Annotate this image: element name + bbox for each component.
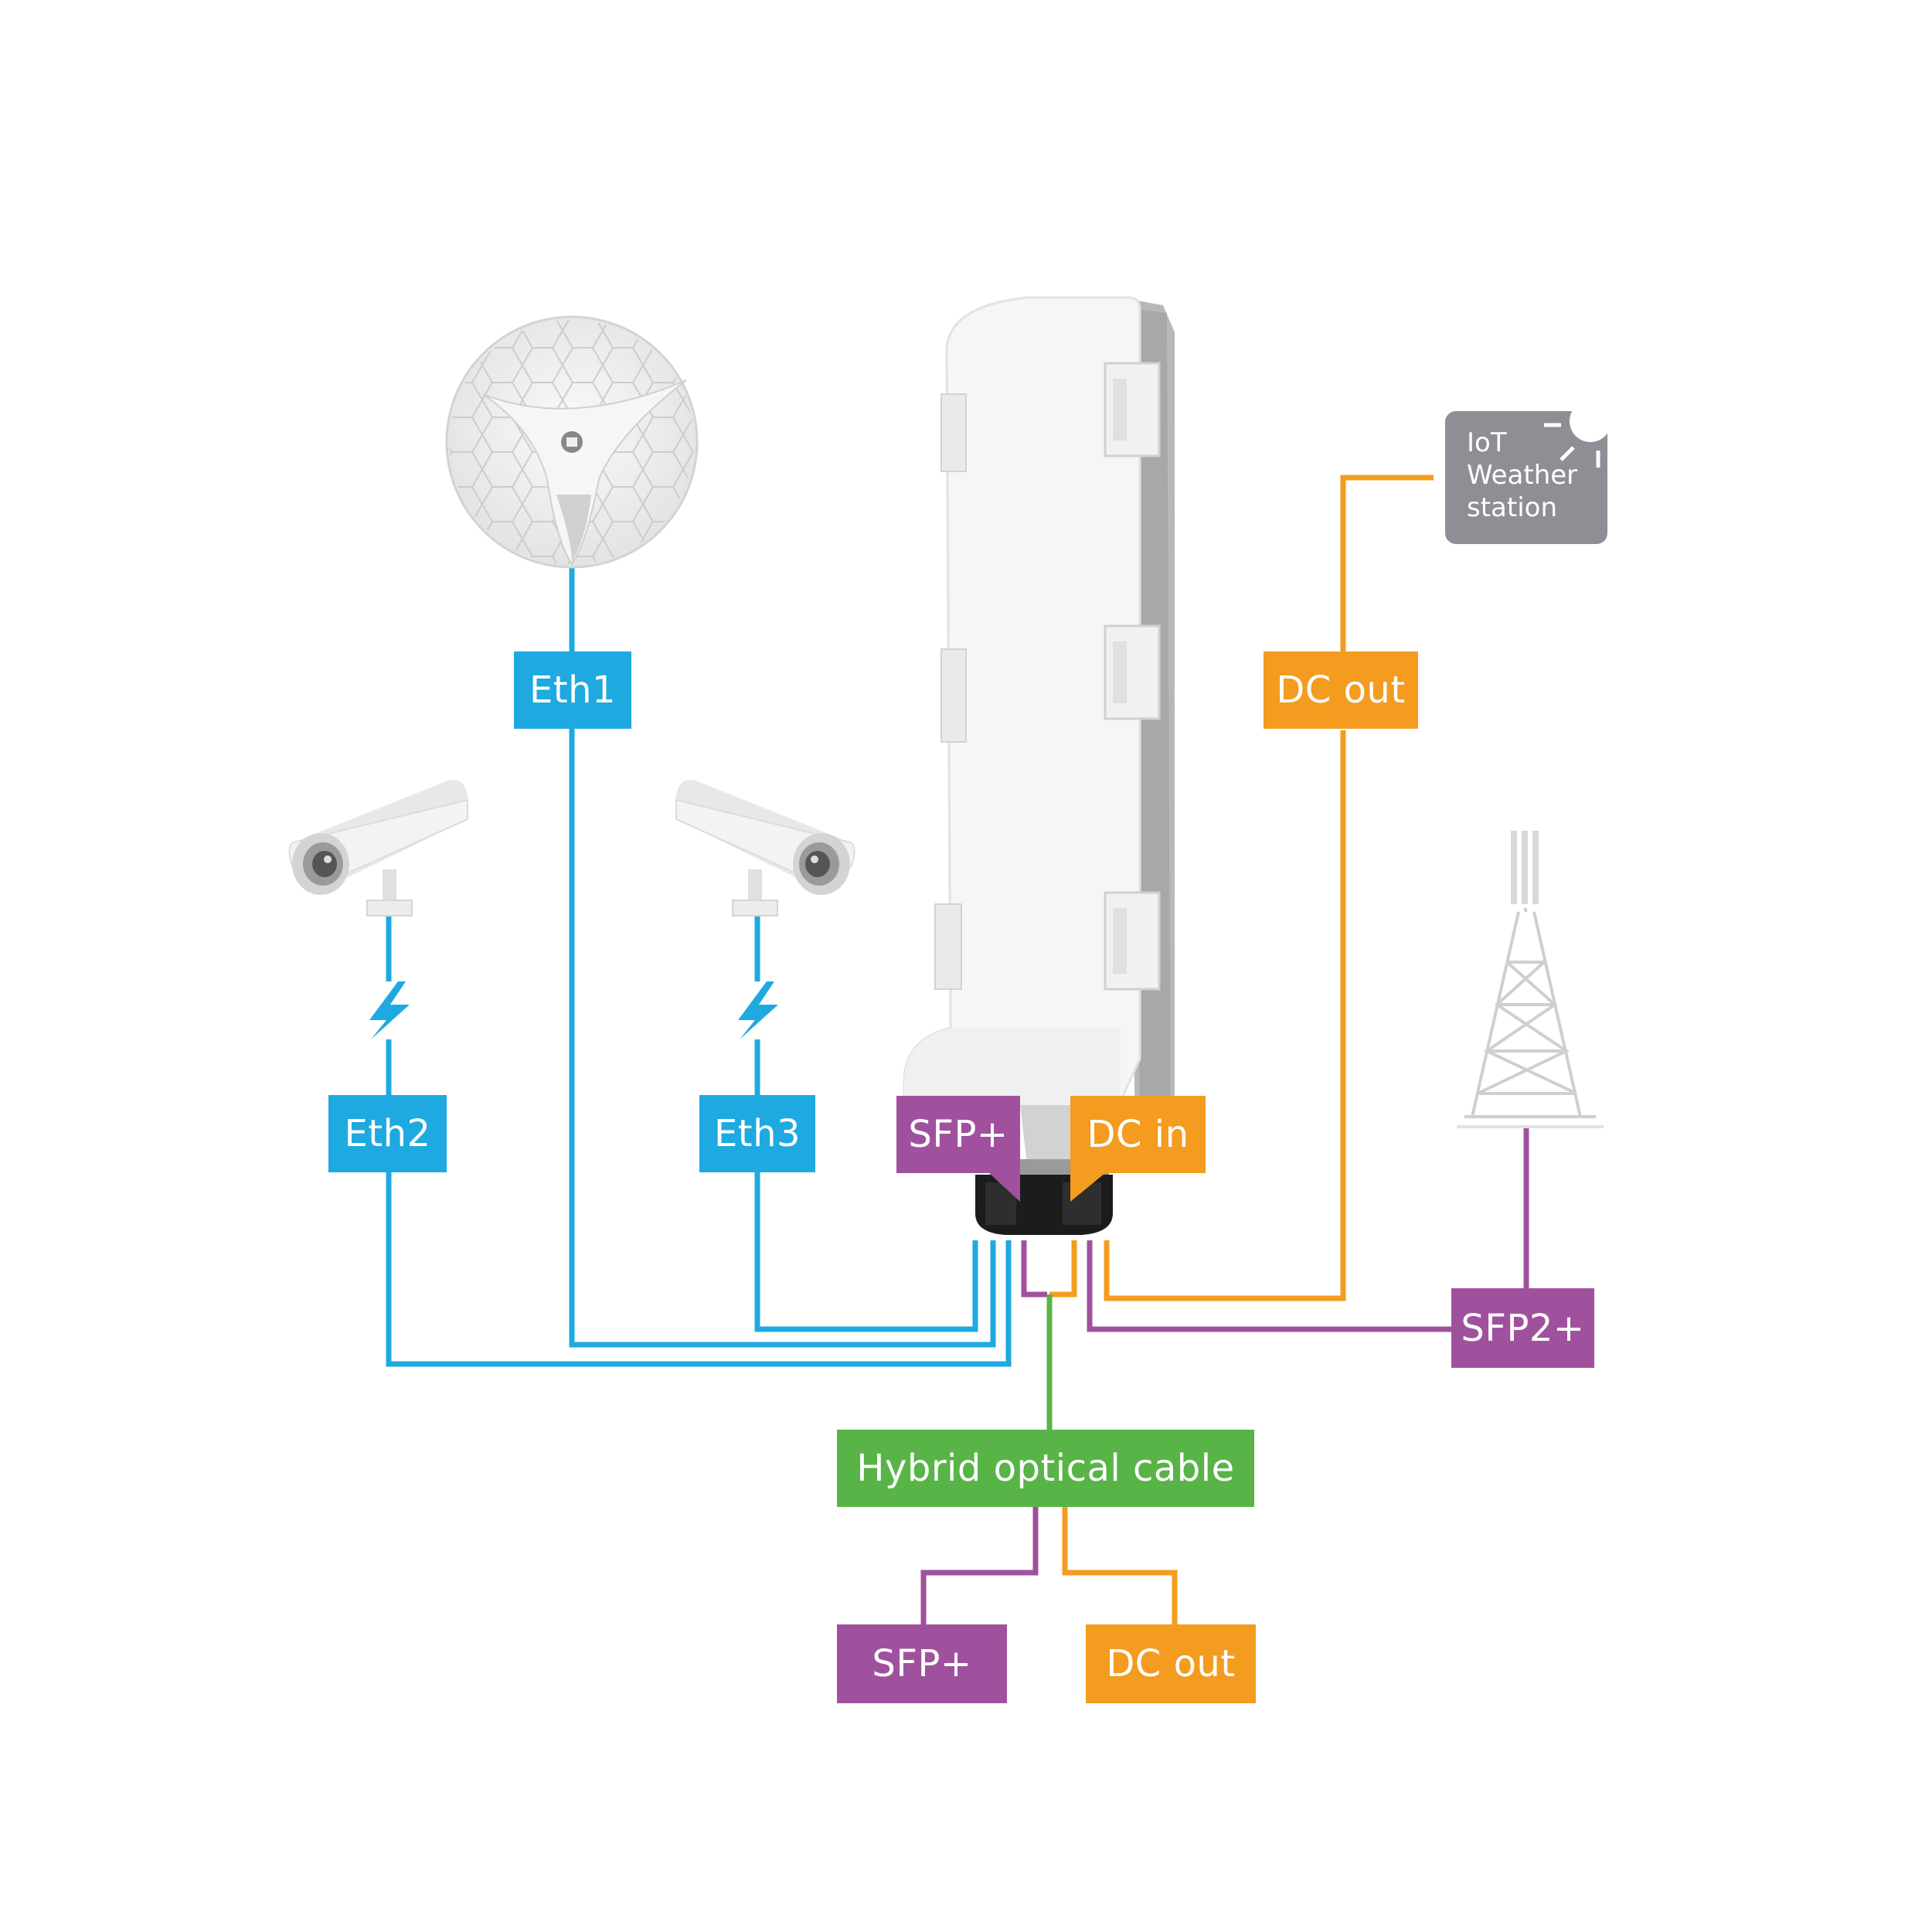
- cell-tower-icon: [1457, 831, 1604, 1128]
- sfp-top-label: SFP+: [896, 1096, 1020, 1173]
- eth3-label: Eth3: [699, 1095, 815, 1172]
- sfp2-label: SFP2+: [1451, 1288, 1594, 1368]
- dc-out-bottom-label: DC out: [1086, 1624, 1256, 1703]
- eth1-cable: [569, 568, 996, 1348]
- sfp-bottom-label: SFP+: [837, 1624, 1007, 1703]
- sun-circle-icon: [1570, 400, 1611, 442]
- iot-line-3: station: [1467, 492, 1558, 523]
- dc-in-label: DC in: [1070, 1096, 1206, 1173]
- wireless-dish-icon: [445, 315, 699, 569]
- dc-out-bottom-cable: [1062, 1507, 1178, 1631]
- sfp-bottom-cable: [920, 1507, 1039, 1631]
- eth2-cable: [386, 912, 1012, 1367]
- eth3-cable: [754, 912, 978, 1332]
- security-camera-left-icon: [288, 780, 468, 917]
- dc-out-iot-cable: [1104, 474, 1434, 1301]
- iot-sun-overlay: [1544, 400, 1611, 468]
- power-bolt-left-icon: [369, 981, 410, 1039]
- iot-line-2: Weather: [1467, 460, 1578, 491]
- dc-in-cable: [1049, 1240, 1077, 1298]
- eth1-label: Eth1: [514, 651, 631, 729]
- dc-out-top-label: DC out: [1264, 651, 1418, 729]
- hybrid-cable-label: Hybrid optical cable: [837, 1430, 1254, 1507]
- security-camera-right-icon: [675, 780, 855, 917]
- sfp-top-cable: [1021, 1240, 1047, 1298]
- sfp2-cable: [1087, 1128, 1529, 1332]
- outdoor-enclosure-icon: [903, 296, 1175, 1235]
- eth2-label: Eth2: [328, 1095, 447, 1172]
- power-bolt-right-icon: [738, 981, 778, 1039]
- iot-line-1: IoT: [1467, 427, 1507, 458]
